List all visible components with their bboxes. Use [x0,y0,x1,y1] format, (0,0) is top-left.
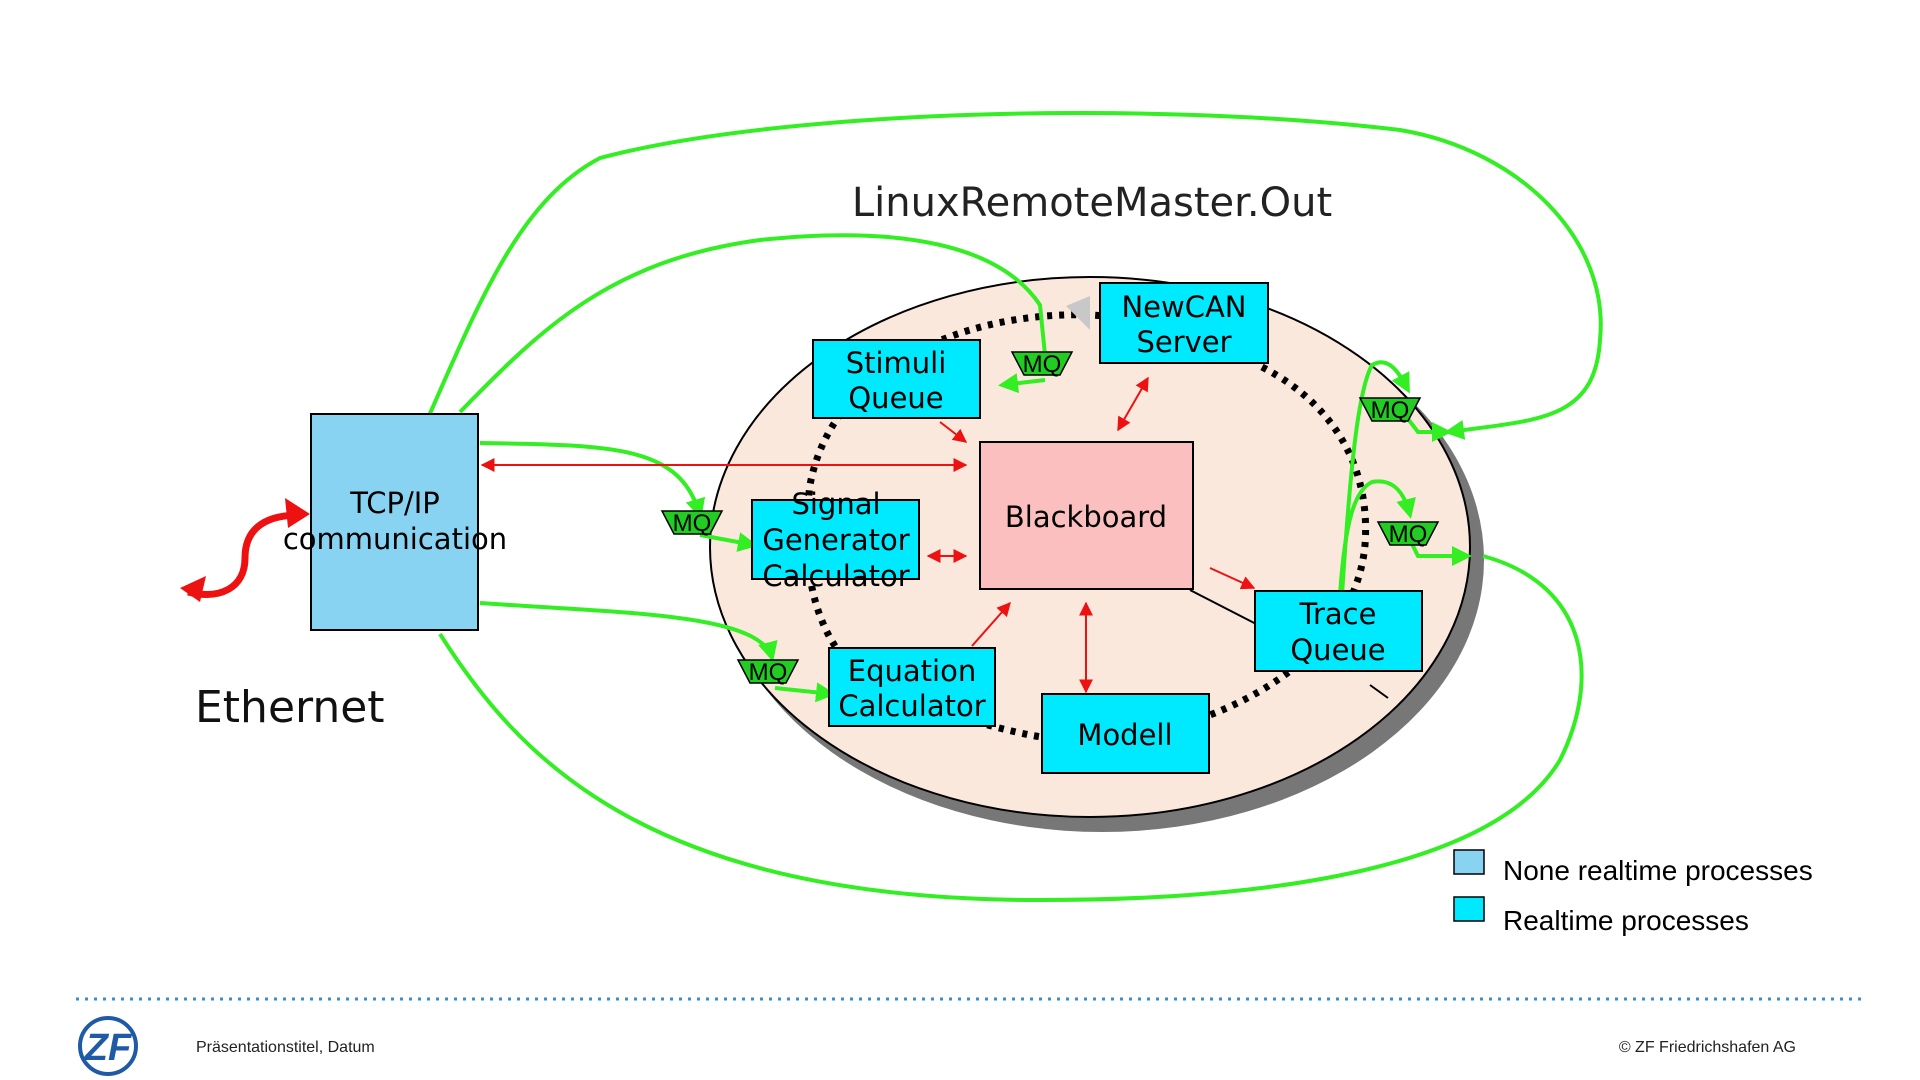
svg-text:Calculator: Calculator [838,689,985,723]
legend-label-realtime: Realtime processes [1503,905,1749,936]
mq-badge: MQ [660,510,724,537]
legend: None realtime processes Realtime process… [1453,849,1813,936]
svg-text:Equation: Equation [848,654,976,688]
blackboard-box: Blackboard [979,441,1194,590]
svg-text:Calculator: Calculator [762,559,909,593]
diagram-title: LinuxRemoteMaster.Out [852,180,1332,226]
ethernet-link-arrow [180,498,310,602]
svg-text:NewCAN: NewCAN [1121,290,1246,324]
svg-text:Blackboard: Blackboard [1005,500,1167,534]
svg-text:MQ: MQ [673,510,712,537]
equation-calculator-box: Equation Calculator [828,647,996,727]
footer-presentation-title: Präsentationstitel, Datum [196,1039,375,1056]
connector-lines [1189,589,1389,699]
svg-text:Modell: Modell [1077,718,1172,752]
svg-text:Queue: Queue [848,381,943,415]
footer-copyright: © ZF Friedrichshafen AG [1619,1039,1796,1056]
svg-text:Stimuli: Stimuli [846,346,947,380]
mq-badge: MQ [736,659,800,686]
ethernet-label: Ethernet [195,682,385,733]
stimuli-queue-box: Stimuli Queue [812,339,981,419]
tcpip-communication-box: TCP/IP communication [283,413,507,631]
blackboard-links [480,376,1256,694]
zf-logo: ZF [78,1016,138,1076]
legend-swatch-realtime [1453,896,1485,922]
svg-text:MQ: MQ [749,659,788,686]
message-queue-links [426,111,1603,903]
svg-text:MQ: MQ [1389,521,1428,548]
trace-queue-box: Trace Queue [1254,590,1423,672]
mq-badge: MQ [1358,397,1422,424]
mq-badge: MQ [1010,351,1074,378]
svg-text:Queue: Queue [1290,633,1385,667]
svg-text:Trace: Trace [1299,597,1377,631]
svg-text:Server: Server [1136,325,1231,359]
modell-box: Modell [1041,693,1210,774]
svg-text:ZF: ZF [84,1027,133,1069]
legend-swatch-none-realtime [1453,849,1485,875]
mq-badge: MQ [1376,521,1440,548]
svg-text:TCP/IP: TCP/IP [349,486,440,520]
svg-text:communication: communication [283,522,507,556]
signal-generator-calculator-box: Signal Generator Calculator [751,487,920,593]
svg-text:Signal: Signal [791,487,880,521]
svg-text:MQ: MQ [1371,397,1410,424]
newcan-server-box: NewCAN Server [1099,282,1269,364]
svg-text:MQ: MQ [1023,351,1062,378]
ring-arrowhead [1066,296,1090,330]
legend-label-none-realtime: None realtime processes [1503,855,1813,886]
svg-text:Generator: Generator [762,523,909,557]
